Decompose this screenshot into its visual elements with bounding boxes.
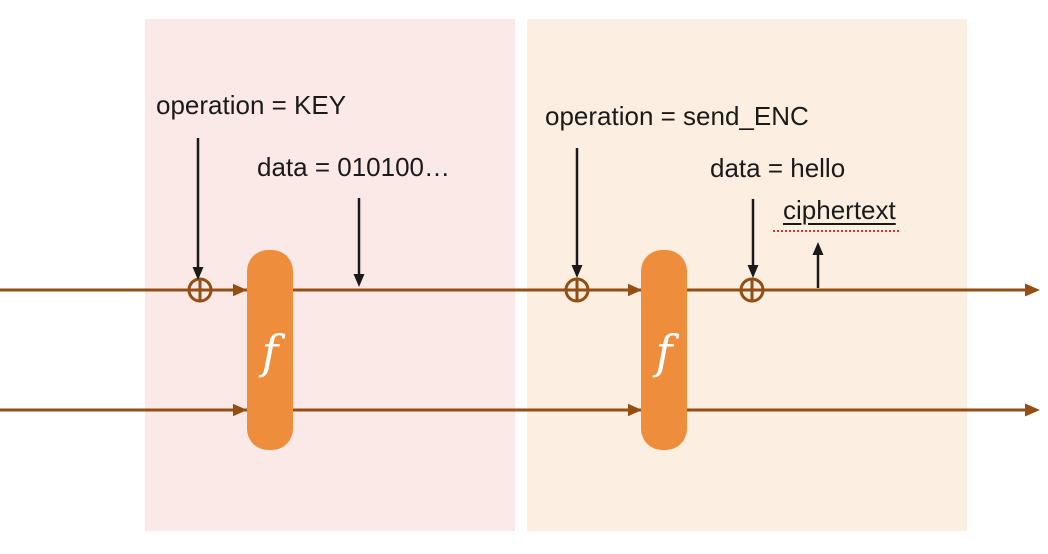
label-data-hello: data = hello	[710, 153, 846, 183]
arrow-right-icon	[1025, 283, 1040, 297]
xor-icon	[187, 277, 213, 303]
ciphertext-text: ciphertext	[773, 194, 899, 232]
label-ciphertext: ciphertext	[773, 194, 899, 232]
function-block-f-left: f	[247, 250, 293, 450]
arrow-data-bits	[353, 198, 365, 287]
label-operation-key: operation = KEY	[156, 90, 347, 120]
arrow-operation-key	[192, 138, 204, 280]
arrow-right-icon	[628, 283, 642, 297]
arrow-up-icon	[812, 242, 824, 255]
bottom-rail	[0, 403, 1040, 417]
xor-icon	[739, 277, 765, 303]
arrow-down-icon	[747, 265, 759, 278]
panel-send-enc-stage	[527, 19, 967, 531]
xor-icon	[564, 277, 590, 303]
label-operation-send-enc: operation = send_ENC	[545, 101, 809, 131]
arrow-right-icon	[1025, 403, 1040, 417]
arrow-down-icon	[571, 265, 583, 278]
arrow-right-icon	[233, 283, 247, 297]
arrow-down-icon	[192, 267, 204, 280]
function-block-f-right: f	[641, 250, 687, 450]
arrow-ciphertext-out	[812, 242, 824, 288]
top-rail	[0, 283, 1040, 297]
panel-key-stage	[145, 19, 515, 531]
arrow-down-icon	[353, 274, 365, 287]
arrow-right-icon	[628, 403, 642, 417]
arrow-data-hello	[747, 199, 759, 278]
label-data-bits: data = 010100…	[257, 152, 450, 182]
arrow-right-icon	[233, 403, 247, 417]
arrow-operation-send-enc	[571, 148, 583, 278]
